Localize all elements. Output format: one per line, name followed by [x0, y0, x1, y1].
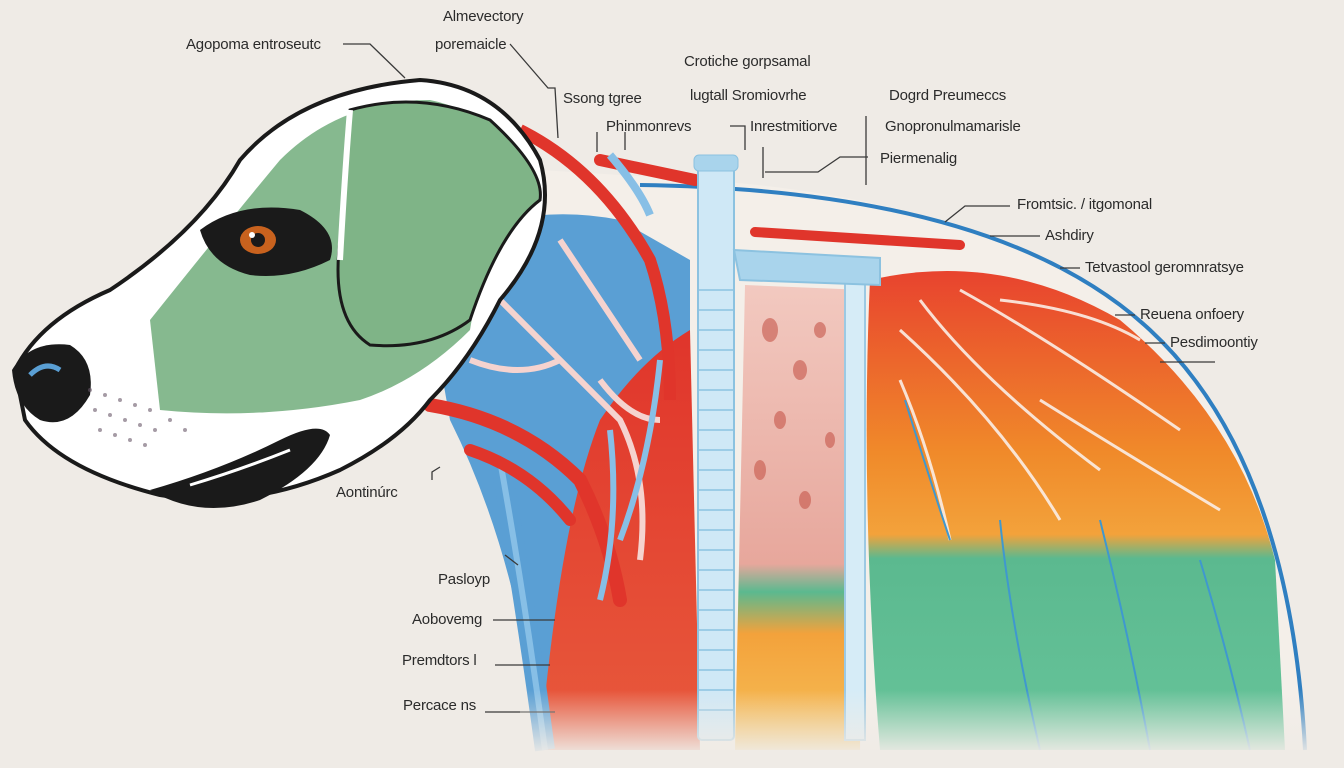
trachea — [693, 154, 881, 741]
bottom-fade — [520, 690, 1344, 768]
label-top-center-3: Ssong tgree — [563, 90, 642, 107]
label-top-center-4: Phinmonrevs — [606, 118, 692, 135]
label-left-5: Percace ns — [403, 697, 477, 714]
right-lung — [866, 271, 1285, 750]
nose — [12, 344, 91, 423]
label-top-center-5: Crotiche gorpsamal — [684, 53, 811, 70]
label-top-left-1: Agopoma entroseutc — [186, 36, 321, 53]
label-top-right-2: Gnopronulmamarisle — [885, 118, 1021, 135]
label-right-5: Pesdimoontiy — [1170, 334, 1258, 351]
label-left-2: Pasloyp — [438, 571, 490, 588]
label-top-right-3: Piermenalig — [880, 150, 958, 167]
label-right-2: Ashdiry — [1045, 227, 1094, 244]
label-right-4: Reuena onfoery — [1140, 306, 1244, 323]
label-right-3: Tetvastool geromnratsye — [1085, 259, 1244, 276]
label-top-center-2: poremaicle — [435, 36, 507, 53]
mediastinum — [735, 285, 865, 750]
dog-head — [12, 77, 547, 508]
label-top-center-1: Almevectory — [443, 8, 524, 25]
label-top-center-6: lugtall Sromiovrhe — [690, 87, 807, 104]
label-left-1: Aontinúrc — [336, 484, 398, 501]
label-top-center-7: Inrestmitiorve — [750, 118, 838, 135]
label-right-1: Fromtsic. / itgomonal — [1017, 196, 1153, 213]
label-left-3: Aobovemg — [412, 611, 483, 628]
label-top-right-1: Dogrd Preumeccs — [889, 87, 1007, 104]
neck-vessels — [420, 124, 965, 752]
label-left-4: Premdtors l — [402, 652, 477, 669]
